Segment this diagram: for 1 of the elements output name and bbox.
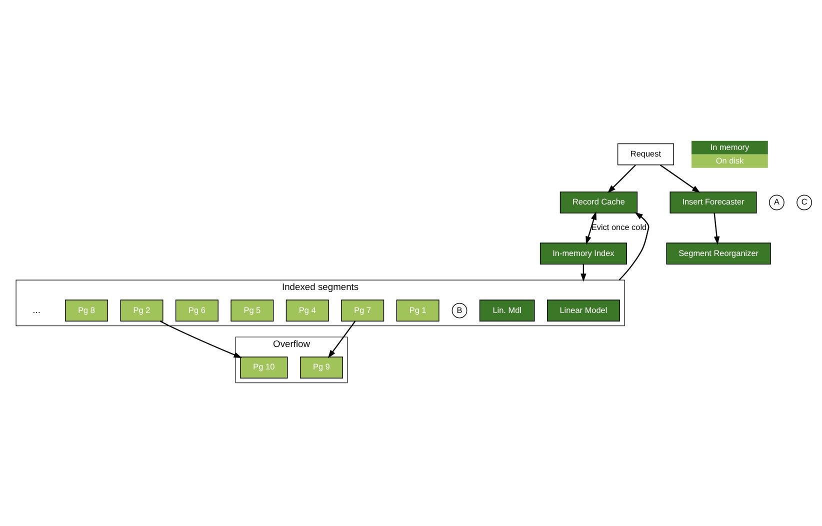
label: ... [32, 304, 40, 315]
